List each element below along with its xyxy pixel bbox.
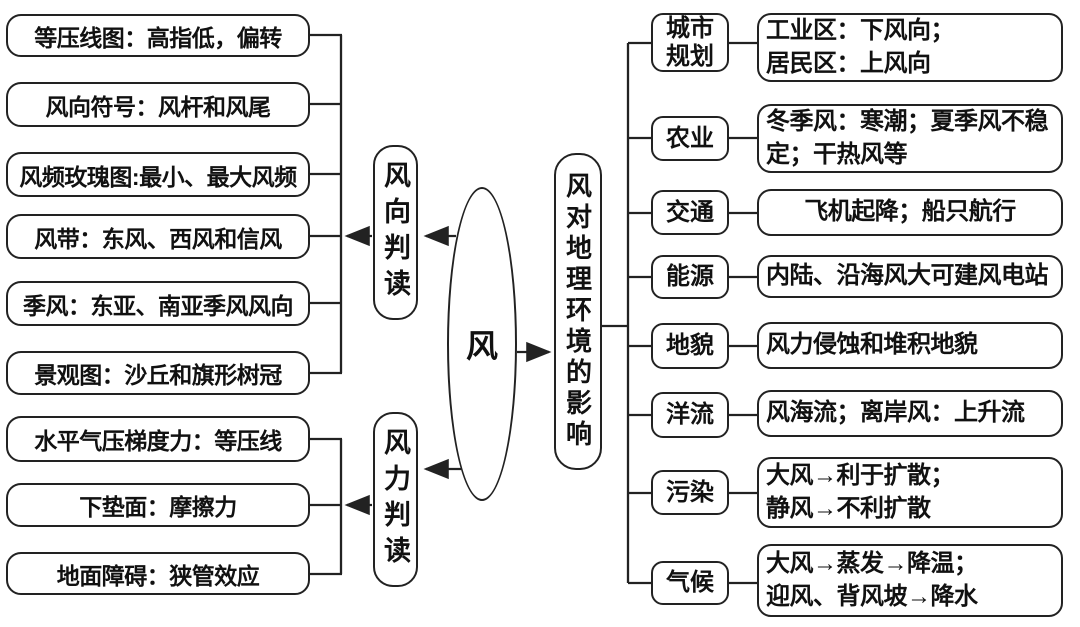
wind-force-reading-node: 风力判读 xyxy=(373,412,418,587)
category-climate: 气候 xyxy=(651,561,729,605)
description-landforms: 风力侵蚀和堆积地貌 xyxy=(757,322,1063,369)
wind-direction-reading-node: 风向判读 xyxy=(373,145,418,320)
force-item-ground-obstacle: 地面障碍：狭管效应 xyxy=(6,552,310,595)
description-pollution: 大风→利于扩散； 静风→不利扩散 xyxy=(757,457,1063,528)
direction-item-wind-rose: 风频玫瑰图:最小、最大风频 xyxy=(6,152,310,197)
category-energy: 能源 xyxy=(651,255,729,299)
direction-group-connectors xyxy=(308,33,372,375)
force-group-connectors xyxy=(308,437,372,576)
category-ocean-currents: 洋流 xyxy=(651,392,729,438)
direction-item-wind-symbol: 风向符号：风杆和风尾 xyxy=(6,82,310,127)
description-climate: 大风→蒸发→降温； 迎风、背风坡→降水 xyxy=(757,544,1063,617)
direction-item-isobar-map: 等压线图：高指低，偏转 xyxy=(6,14,310,57)
force-item-pressure-gradient: 水平气压梯度力：等压线 xyxy=(6,416,310,462)
category-transport: 交通 xyxy=(651,190,729,235)
wind-root-label: 风 xyxy=(465,328,498,364)
category-pollution: 污染 xyxy=(651,470,729,515)
description-transport: 飞机起降；船只航行 xyxy=(757,189,1063,236)
category-landforms: 地貌 xyxy=(651,323,729,369)
category-agriculture: 农业 xyxy=(651,116,729,161)
direction-item-wind-belts: 风带：东风、西风和信风 xyxy=(6,214,310,259)
description-energy: 内陆、沿海风大可建风电站 xyxy=(757,255,1063,298)
direction-item-landscape: 景观图：沙丘和旗形树冠 xyxy=(6,351,310,395)
direction-item-monsoon: 季风：东亚、南亚季风风向 xyxy=(6,281,310,326)
description-urban-planning: 工业区：下风向； 居民区：上风向 xyxy=(757,13,1063,82)
description-ocean-currents: 风海流；离岸风：上升流 xyxy=(757,390,1063,437)
influence-on-environment-node: 风对地理环境的影响 xyxy=(554,153,602,470)
description-agriculture: 冬季风：寒潮；夏季风不稳 定；干热风等 xyxy=(757,104,1063,173)
category-urban-planning: 城市 规划 xyxy=(651,13,729,72)
force-item-underlying-surface: 下垫面：摩擦力 xyxy=(6,483,310,527)
influence-group-connectors xyxy=(602,41,758,585)
center-arrows xyxy=(423,225,552,480)
wind-root-node: 风 xyxy=(447,187,517,501)
